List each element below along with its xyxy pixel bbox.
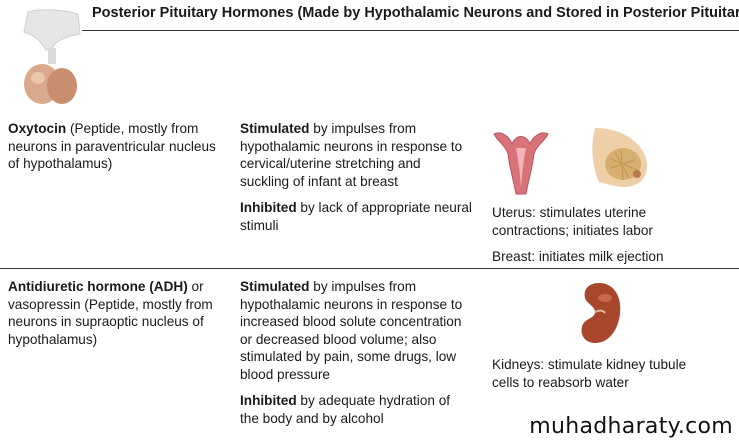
hormone-description: or vasopressin (Peptide, mostly from neu… [8,279,213,347]
inhibited-keyword: Inhibited [240,200,297,215]
target-cell-adh: Kidneys: stimulate kidney tubule cells t… [492,356,707,391]
pituitary-gland-icon [23,9,81,104]
target-breast: Breast: initiates milk ejection [492,249,664,264]
hormone-description: (Peptide, mostly from neurons in paraven… [8,121,216,171]
target-cell-oxytocin: Uterus: stimulates uterine contractions;… [492,204,707,266]
hormone-name: Antidiuretic hormone (ADH) [8,279,188,294]
stimulated-text: by impulses from hypothalamic neurons in… [240,121,463,189]
uterus-icon [493,132,549,195]
breast-icon [592,128,647,188]
hormone-cell-adh: Antidiuretic hormone (ADH) or vasopressi… [8,278,228,348]
stimulated-text: by impulses from hypothalamic neurons in… [240,279,463,382]
row-divider [0,268,739,269]
kidney-icon [581,283,621,343]
regulation-cell-oxytocin: Stimulated by impulses from hypothalamic… [240,120,472,234]
target-kidneys: Kidneys: stimulate kidney tubule cells t… [492,357,687,390]
regulation-cell-adh: Stimulated by impulses from hypothalamic… [240,278,472,427]
inhibited-keyword: Inhibited [240,393,297,408]
watermark: muhadharaty.com [529,414,733,439]
inhibited-text: by lack of appropriate neural stimuli [240,200,472,233]
target-uterus: Uterus: stimulates uterine contractions;… [492,205,653,238]
hormone-name: Oxytocin [8,121,67,136]
table-title: Posterior Pituitary Hormones (Made by Hy… [92,5,739,21]
stimulated-keyword: Stimulated [240,279,310,294]
inhibited-text: by adequate hydration of the body and by… [240,393,451,426]
hormone-cell-oxytocin: Oxytocin (Peptide, mostly from neurons i… [8,120,223,173]
header-rule [82,30,739,31]
stimulated-keyword: Stimulated [240,121,310,136]
